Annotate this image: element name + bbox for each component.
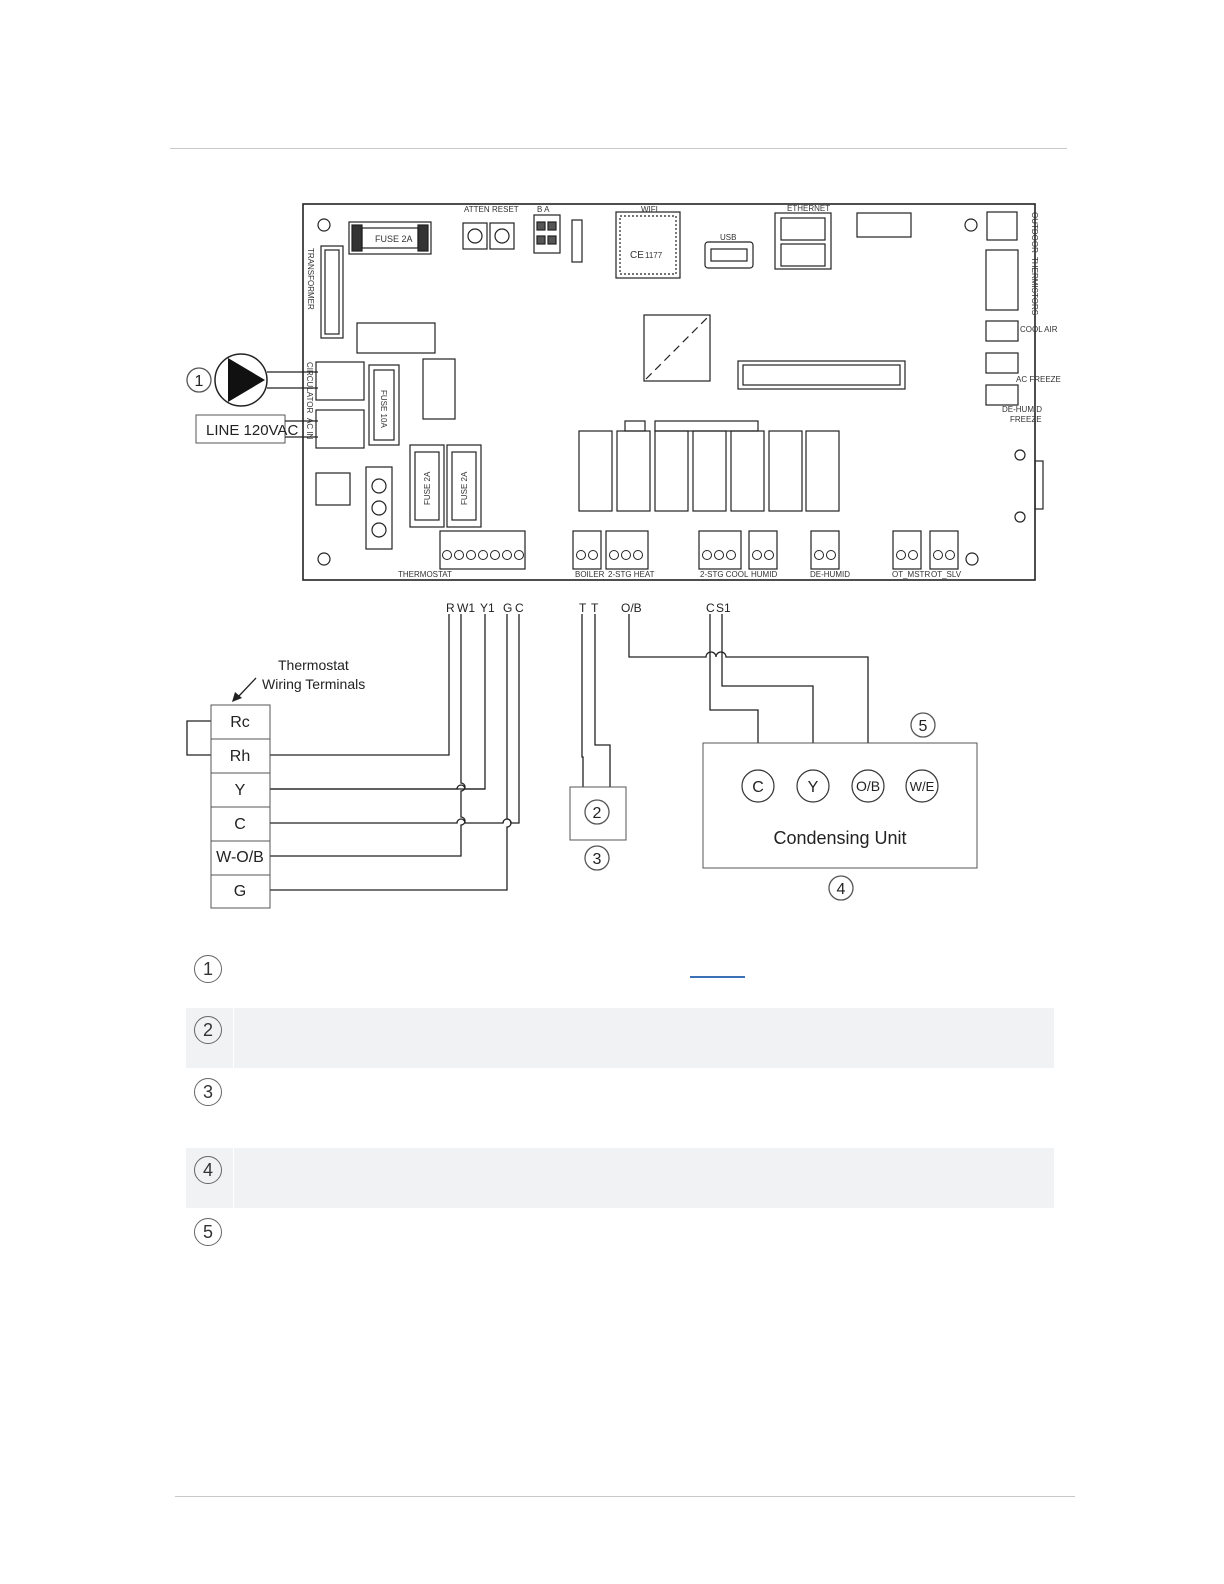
line-voltage-label: LINE 120VAC bbox=[206, 422, 298, 439]
transformer-label: TRANSFORMER bbox=[306, 248, 315, 310]
wire-label-r: R bbox=[446, 601, 455, 615]
fuse-2a-top bbox=[348, 221, 432, 255]
line-voltage-box: LINE 120VAC bbox=[195, 414, 318, 444]
humid-label: HUMID bbox=[751, 570, 777, 579]
ce-code: 1177 bbox=[645, 251, 663, 260]
legend-number-4: 4 bbox=[194, 1156, 222, 1184]
wire-label-y1: Y1 bbox=[480, 601, 495, 615]
callout-1: 1 bbox=[195, 373, 204, 390]
terminal-screws bbox=[442, 550, 955, 560]
cu-terminal-c: C bbox=[752, 779, 764, 796]
cu-terminal-ob: O/B bbox=[856, 778, 880, 794]
usb-label: USB bbox=[720, 233, 736, 242]
header-rule bbox=[170, 148, 1067, 149]
cool-air-label: COOL AIR bbox=[1020, 325, 1058, 334]
cu-terminal-we: W/E bbox=[910, 779, 935, 794]
wire-label-s1: S1 bbox=[716, 601, 731, 615]
legend-link[interactable] bbox=[690, 976, 745, 978]
ot-slv-label: OT_SLV bbox=[931, 570, 962, 579]
legend-row-2: 2 bbox=[186, 1008, 1054, 1068]
dehumid-freeze-label-2: FREEZE bbox=[1010, 415, 1042, 424]
callout-5: 5 bbox=[919, 718, 928, 735]
terminal-c: C bbox=[234, 816, 246, 833]
reset-label: RESET bbox=[492, 205, 519, 214]
wire-label-t1: T bbox=[579, 601, 587, 615]
terminal-w-o-b: W-O/B bbox=[216, 849, 264, 866]
thermostat-label: THERMOSTAT bbox=[398, 570, 452, 579]
b-a-label: B A bbox=[537, 205, 550, 214]
wire-label-w1: W1 bbox=[457, 601, 475, 615]
terminal-y: Y bbox=[235, 782, 246, 799]
wire-label-ob: O/B bbox=[621, 601, 642, 615]
wire-label-c: C bbox=[515, 601, 524, 615]
control-board bbox=[302, 203, 1044, 581]
condensing-unit: C Y O/B W/E Condensing Unit bbox=[702, 742, 978, 869]
legend-number-2: 2 bbox=[194, 1016, 222, 1044]
circulator-pump-icon bbox=[214, 353, 318, 407]
fuse-2a-left-label: FUSE 2A bbox=[423, 471, 432, 505]
wire-label-g: G bbox=[503, 601, 512, 615]
wifi-label: WIFI bbox=[641, 205, 658, 214]
footer-rule bbox=[175, 1496, 1075, 1497]
ce-mark: CE bbox=[630, 250, 644, 261]
thermistors-label: THERMISTORS bbox=[1030, 257, 1039, 315]
fuse-10a-label: FUSE 10A bbox=[379, 390, 388, 428]
stg-heat-label: 2-STG HEAT bbox=[608, 570, 655, 579]
wire-labels: R W1 Y1 G C T T O/B C S1 bbox=[446, 601, 731, 615]
fuse-2a-right-label: FUSE 2A bbox=[460, 471, 469, 505]
ethernet-label: ETHERNET bbox=[787, 204, 830, 213]
legend-row-1: 1 bbox=[186, 947, 1054, 1007]
legend-row-4: 4 bbox=[186, 1148, 1054, 1208]
wires bbox=[186, 614, 869, 891]
ot-mstr-label: OT_MSTR bbox=[892, 570, 930, 579]
dehumid-label: DE-HUMID bbox=[810, 570, 850, 579]
cu-terminal-y: Y bbox=[808, 779, 819, 796]
terminal-rh: Rh bbox=[230, 748, 250, 765]
ac-freeze-label: AC FREEZE bbox=[1016, 375, 1061, 384]
stg-cool-label: 2-STG COOL bbox=[700, 570, 749, 579]
wire-label-t2: T bbox=[591, 601, 599, 615]
ac-in-label: AC IN bbox=[305, 418, 314, 440]
outdoor-label: OUTDOOR bbox=[1030, 212, 1039, 253]
callout-2: 2 bbox=[593, 805, 602, 822]
boiler-label: BOILER bbox=[575, 570, 605, 579]
terminal-rc: Rc bbox=[230, 714, 250, 731]
callout-4: 4 bbox=[837, 881, 846, 898]
legend-number-5: 5 bbox=[194, 1218, 222, 1246]
dehumid-freeze-label-1: DE-HUMID bbox=[1002, 405, 1042, 414]
board-labels: FUSE 2A ATTEN RESET B A WIFI USB ETHERNE… bbox=[305, 204, 1061, 579]
legend-row-5: 5 bbox=[186, 1210, 1054, 1270]
condensing-unit-label: Condensing Unit bbox=[773, 828, 906, 848]
thermostat-caption-1: Thermostat bbox=[278, 657, 349, 673]
legend-separator bbox=[233, 1148, 234, 1208]
callout-3: 3 bbox=[593, 851, 602, 868]
thermostat-caption-2: Wiring Terminals bbox=[262, 676, 365, 692]
legend-number-1: 1 bbox=[194, 955, 222, 983]
legend-row-3: 3 bbox=[186, 1070, 1054, 1130]
terminal-g: G bbox=[234, 883, 246, 900]
legend-separator bbox=[233, 1008, 234, 1068]
wire-label-c2: C bbox=[706, 601, 715, 615]
atten-label: ATTEN bbox=[464, 205, 490, 214]
thermostat-terminal-block: Thermostat Wiring Terminals Rc Rh Y C W-… bbox=[210, 657, 365, 909]
legend-number-3: 3 bbox=[194, 1078, 222, 1106]
fuse-top-label: FUSE 2A bbox=[375, 234, 413, 244]
callouts bbox=[186, 367, 936, 901]
